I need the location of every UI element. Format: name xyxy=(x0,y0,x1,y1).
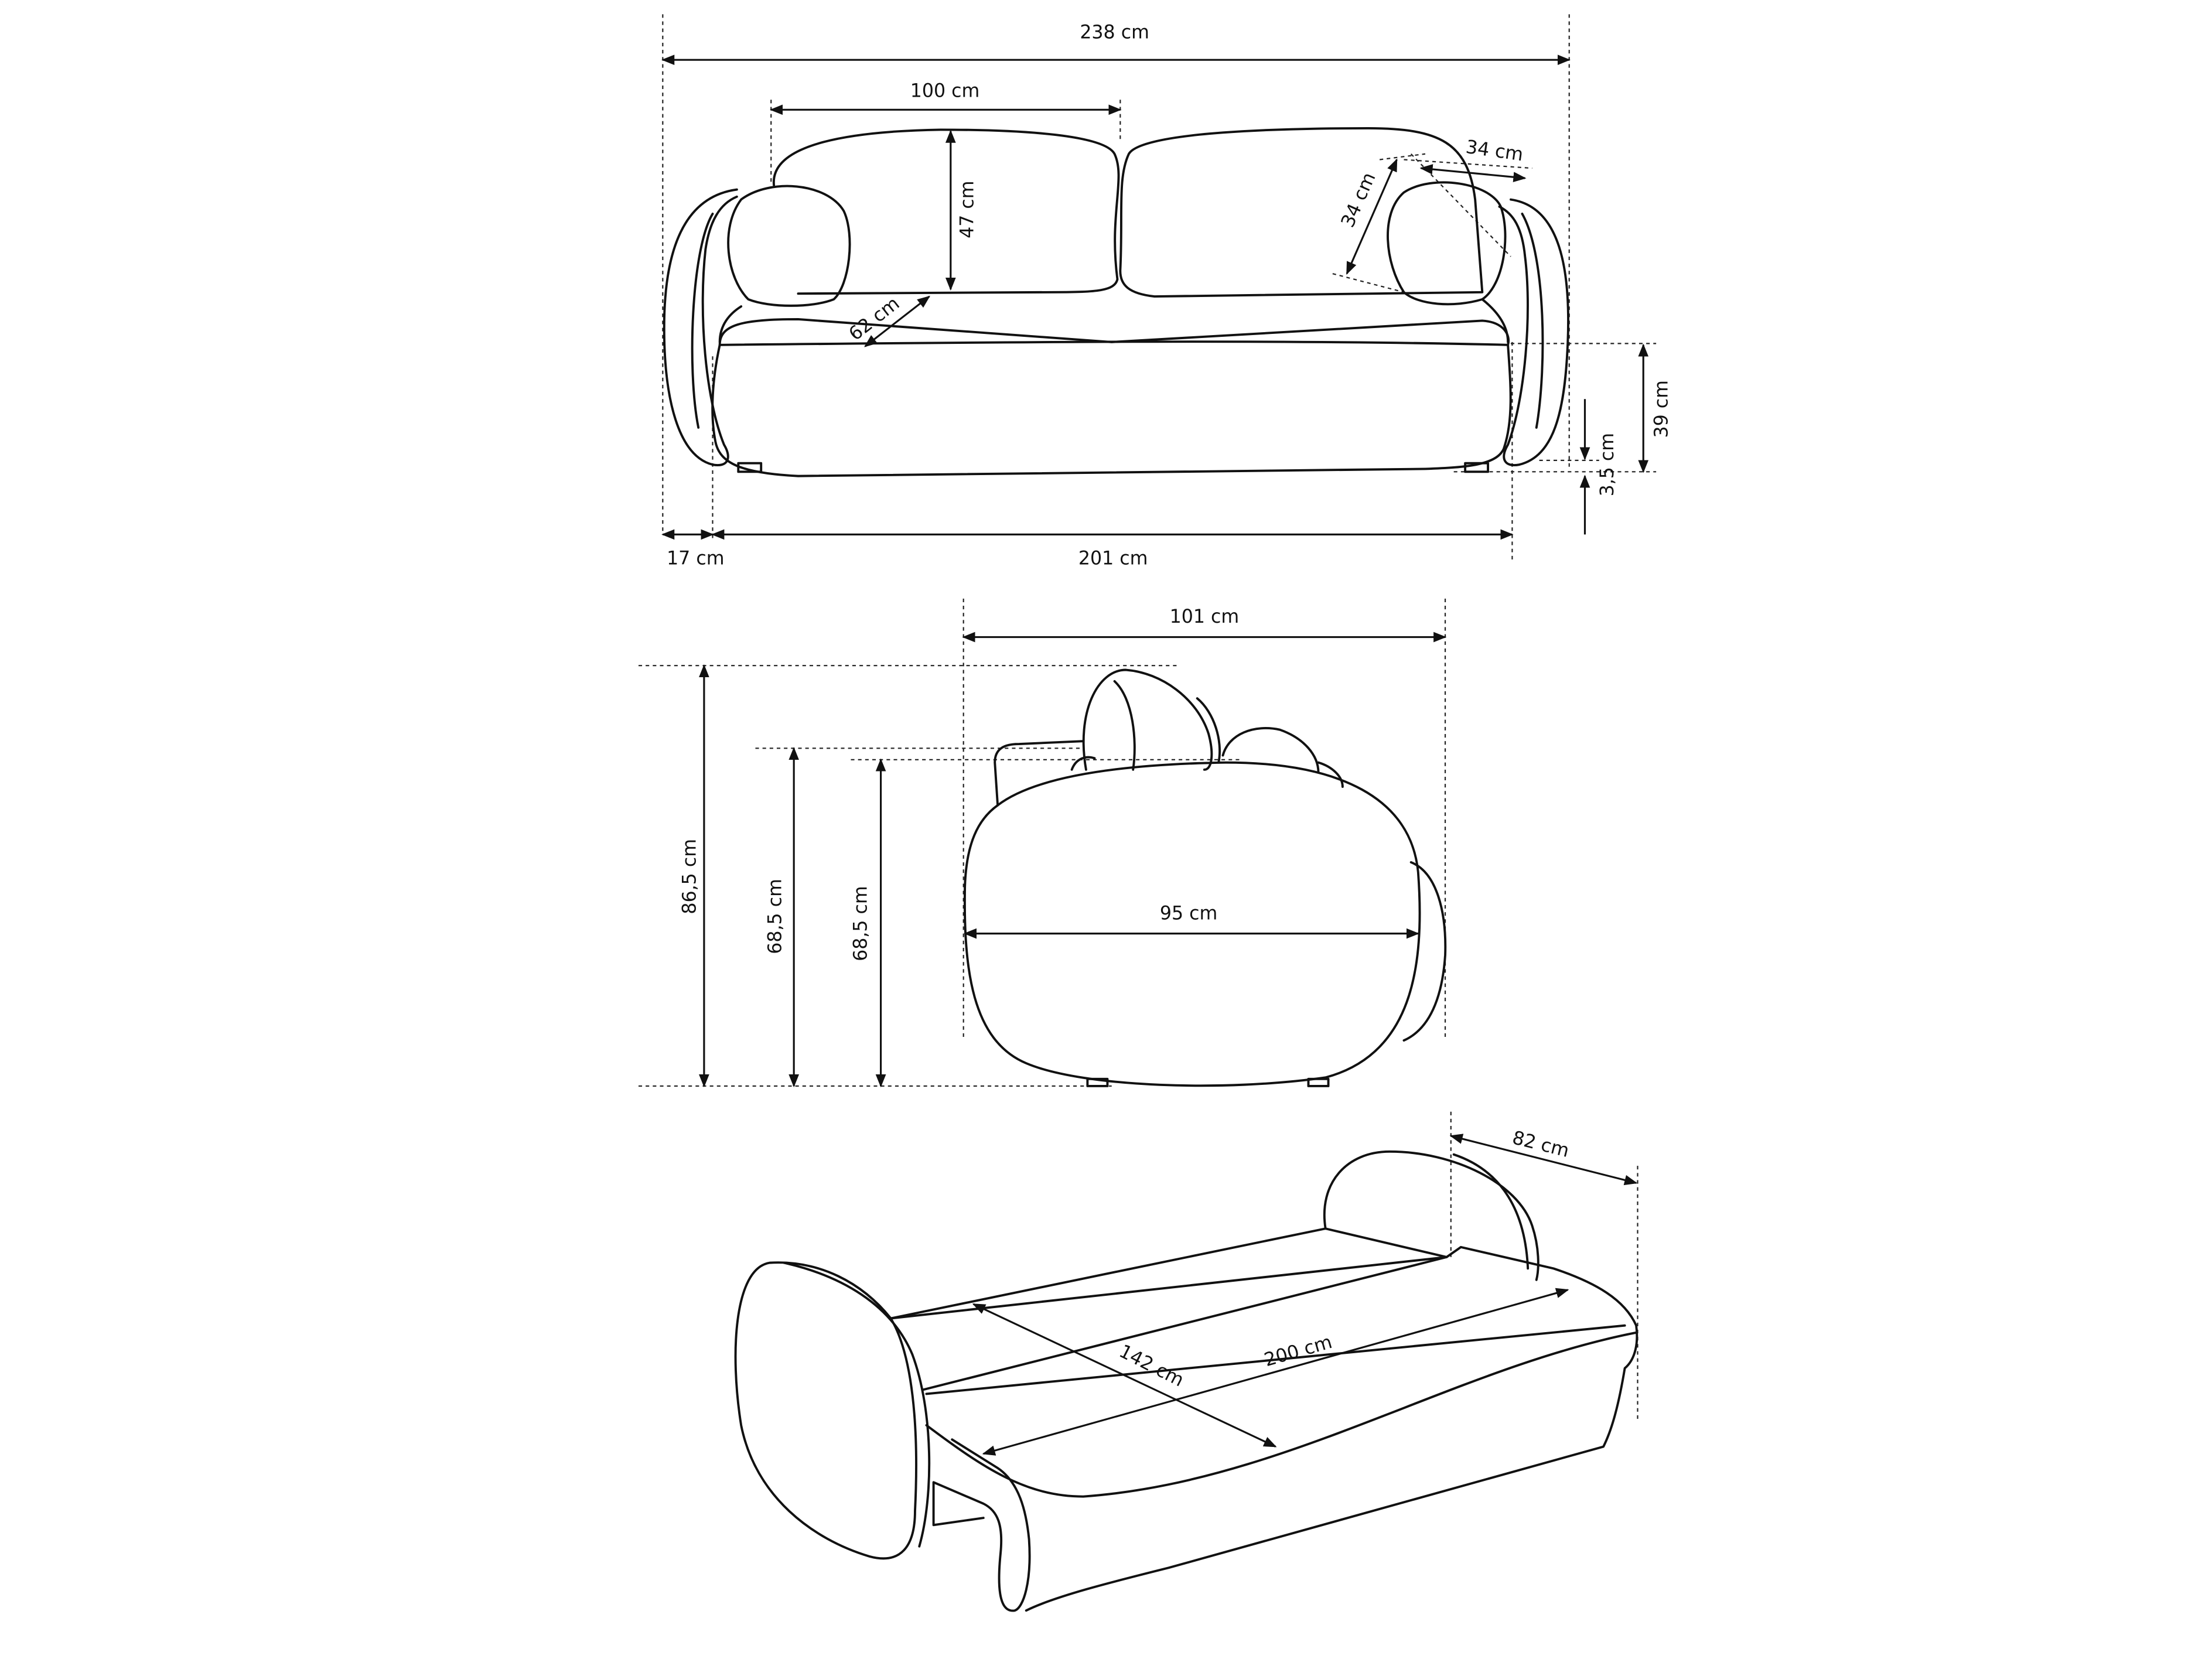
leg-left xyxy=(737,462,763,473)
dim-pillow-width: 34 cm xyxy=(1465,136,1525,165)
pillow-left xyxy=(727,185,851,307)
back-cushion-right xyxy=(1119,127,1484,298)
bed-armrest-front xyxy=(734,1261,917,1560)
dim-pillow-height: 34 cm xyxy=(1337,169,1380,231)
seat-cushion xyxy=(711,318,1512,477)
dim-total-width: 238 cm xyxy=(1080,22,1149,43)
dim-seat-height: 39 cm xyxy=(1651,380,1672,438)
side-pillow-back xyxy=(1082,668,1213,771)
dim-armrest-width: 17 cm xyxy=(667,548,724,569)
side-armrest xyxy=(1402,861,1447,1042)
dim-depth: 101 cm xyxy=(1170,606,1240,627)
bed-view: 82 cm 142 cm 200 cm xyxy=(734,1111,1638,1612)
pillow-right xyxy=(1387,181,1507,306)
side-view: 101 cm 86,5 cm 68,5 cm 68,5 cm 95 cm xyxy=(638,598,1447,1088)
armrest-right xyxy=(1498,198,1569,467)
dim-sleeping-width: 142 cm xyxy=(1116,1341,1187,1391)
side-body xyxy=(963,761,1421,1087)
dim-seat-depth: 62 cm xyxy=(845,293,904,345)
dim-armrest-height-2: 68,5 cm xyxy=(850,886,871,961)
bed-mattress xyxy=(889,1227,1638,1612)
front-view: 238 cm 100 cm 47 cm 34 cm 34 cm 62 cm 39… xyxy=(661,14,1672,569)
side-pillow-front xyxy=(1221,727,1320,774)
dim-inner-depth: 95 cm xyxy=(1160,903,1217,924)
dim-back-cushion-width: 100 cm xyxy=(910,80,980,101)
dim-leg-height: 3,5 cm xyxy=(1597,433,1618,497)
armrest-left xyxy=(663,188,738,467)
dim-back-cushion-height: 47 cm xyxy=(957,180,978,238)
back-cushion-left xyxy=(773,128,1120,295)
dim-seat-width: 201 cm xyxy=(1078,548,1148,569)
dim-total-height: 86,5 cm xyxy=(679,839,700,914)
dim-armrest-height-1: 68,5 cm xyxy=(764,879,786,954)
leg-right xyxy=(1464,462,1489,473)
dim-armrest-depth: 82 cm xyxy=(1510,1127,1571,1162)
